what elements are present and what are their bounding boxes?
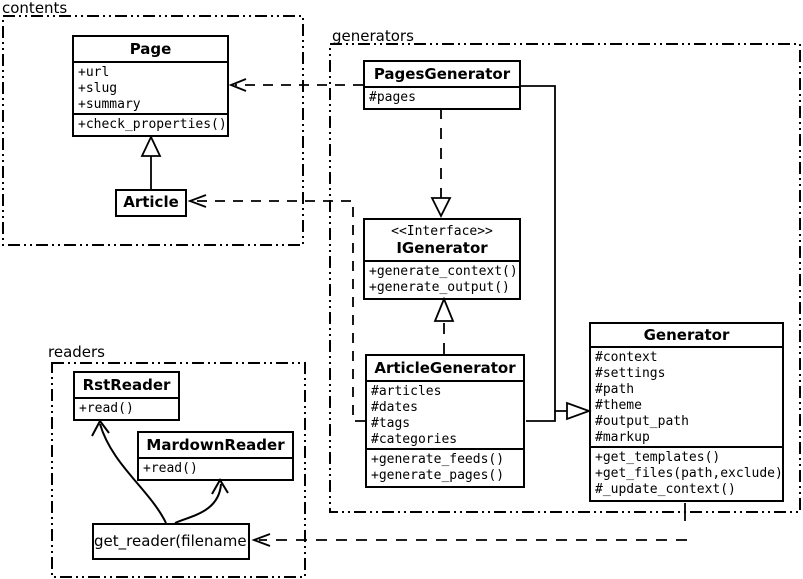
edge-articlegenerator-uses-article xyxy=(187,194,365,422)
class-box-rstreader: RstReader +read() xyxy=(73,371,180,421)
class-attributes-generator: #context #settings #path #theme #output_… xyxy=(591,346,782,446)
class-title-generator: Generator xyxy=(643,326,730,344)
class-title-mardownreader: MardownReader xyxy=(146,436,285,454)
edge-article-inherits-page xyxy=(140,134,162,189)
class-box-articlegenerator: ArticleGenerator #articles #dates #tags … xyxy=(365,354,525,488)
class-methods-rstreader: +read() xyxy=(75,397,178,419)
edge-generators-inherit-generator xyxy=(521,85,592,422)
class-box-page: Page +url +slug +summary +check_properti… xyxy=(72,35,229,137)
edge-pagesgenerator-realizes-igenerator xyxy=(430,108,452,219)
class-methods-page: +check_properties() xyxy=(74,113,227,135)
class-title-igenerator: IGenerator xyxy=(396,239,488,257)
class-stereotype-igenerator: <<Interface>> xyxy=(391,224,493,239)
class-title-page: Page xyxy=(129,40,172,58)
package-label-readers: readers xyxy=(48,343,105,361)
function-label-get-reader: get_reader(filename) xyxy=(94,532,248,550)
class-box-igenerator: <<Interface>> IGenerator +generate_conte… xyxy=(363,218,521,300)
class-methods-generator: +get_templates() +get_files(path,exclude… xyxy=(591,446,782,500)
class-box-article: Article xyxy=(115,189,187,217)
class-title-pagesgenerator: PagesGenerator xyxy=(373,65,511,83)
class-methods-igenerator: +generate_context() +generate_output() xyxy=(365,260,519,298)
edge-getreader-to-mardownreader xyxy=(174,478,229,524)
class-methods-articlegenerator: +generate_feeds() +generate_pages() xyxy=(367,448,523,486)
class-title-article: Article xyxy=(123,193,179,211)
edge-generator-uses-getreader xyxy=(251,503,687,547)
class-attributes-page: +url +slug +summary xyxy=(74,61,227,113)
edge-pagesgenerator-uses-page xyxy=(228,78,363,92)
class-box-pagesgenerator: PagesGenerator #pages xyxy=(363,60,521,110)
class-title-articlegenerator: ArticleGenerator xyxy=(374,359,516,377)
class-methods-mardownreader: +read() xyxy=(139,457,292,479)
function-box-get-reader: get_reader(filename) xyxy=(92,523,250,560)
package-label-generators: generators xyxy=(332,27,414,45)
class-box-mardownreader: MardownReader +read() xyxy=(137,431,294,481)
class-title-rstreader: RstReader xyxy=(82,376,171,394)
class-attributes-articlegenerator: #articles #dates #tags #categories xyxy=(367,380,523,448)
class-box-generator: Generator #context #settings #path #them… xyxy=(589,322,784,502)
package-label-contents: contents xyxy=(2,0,68,17)
class-attributes-pagesgenerator: #pages xyxy=(365,86,519,108)
edge-articlegenerator-realizes-igenerator xyxy=(433,296,455,354)
